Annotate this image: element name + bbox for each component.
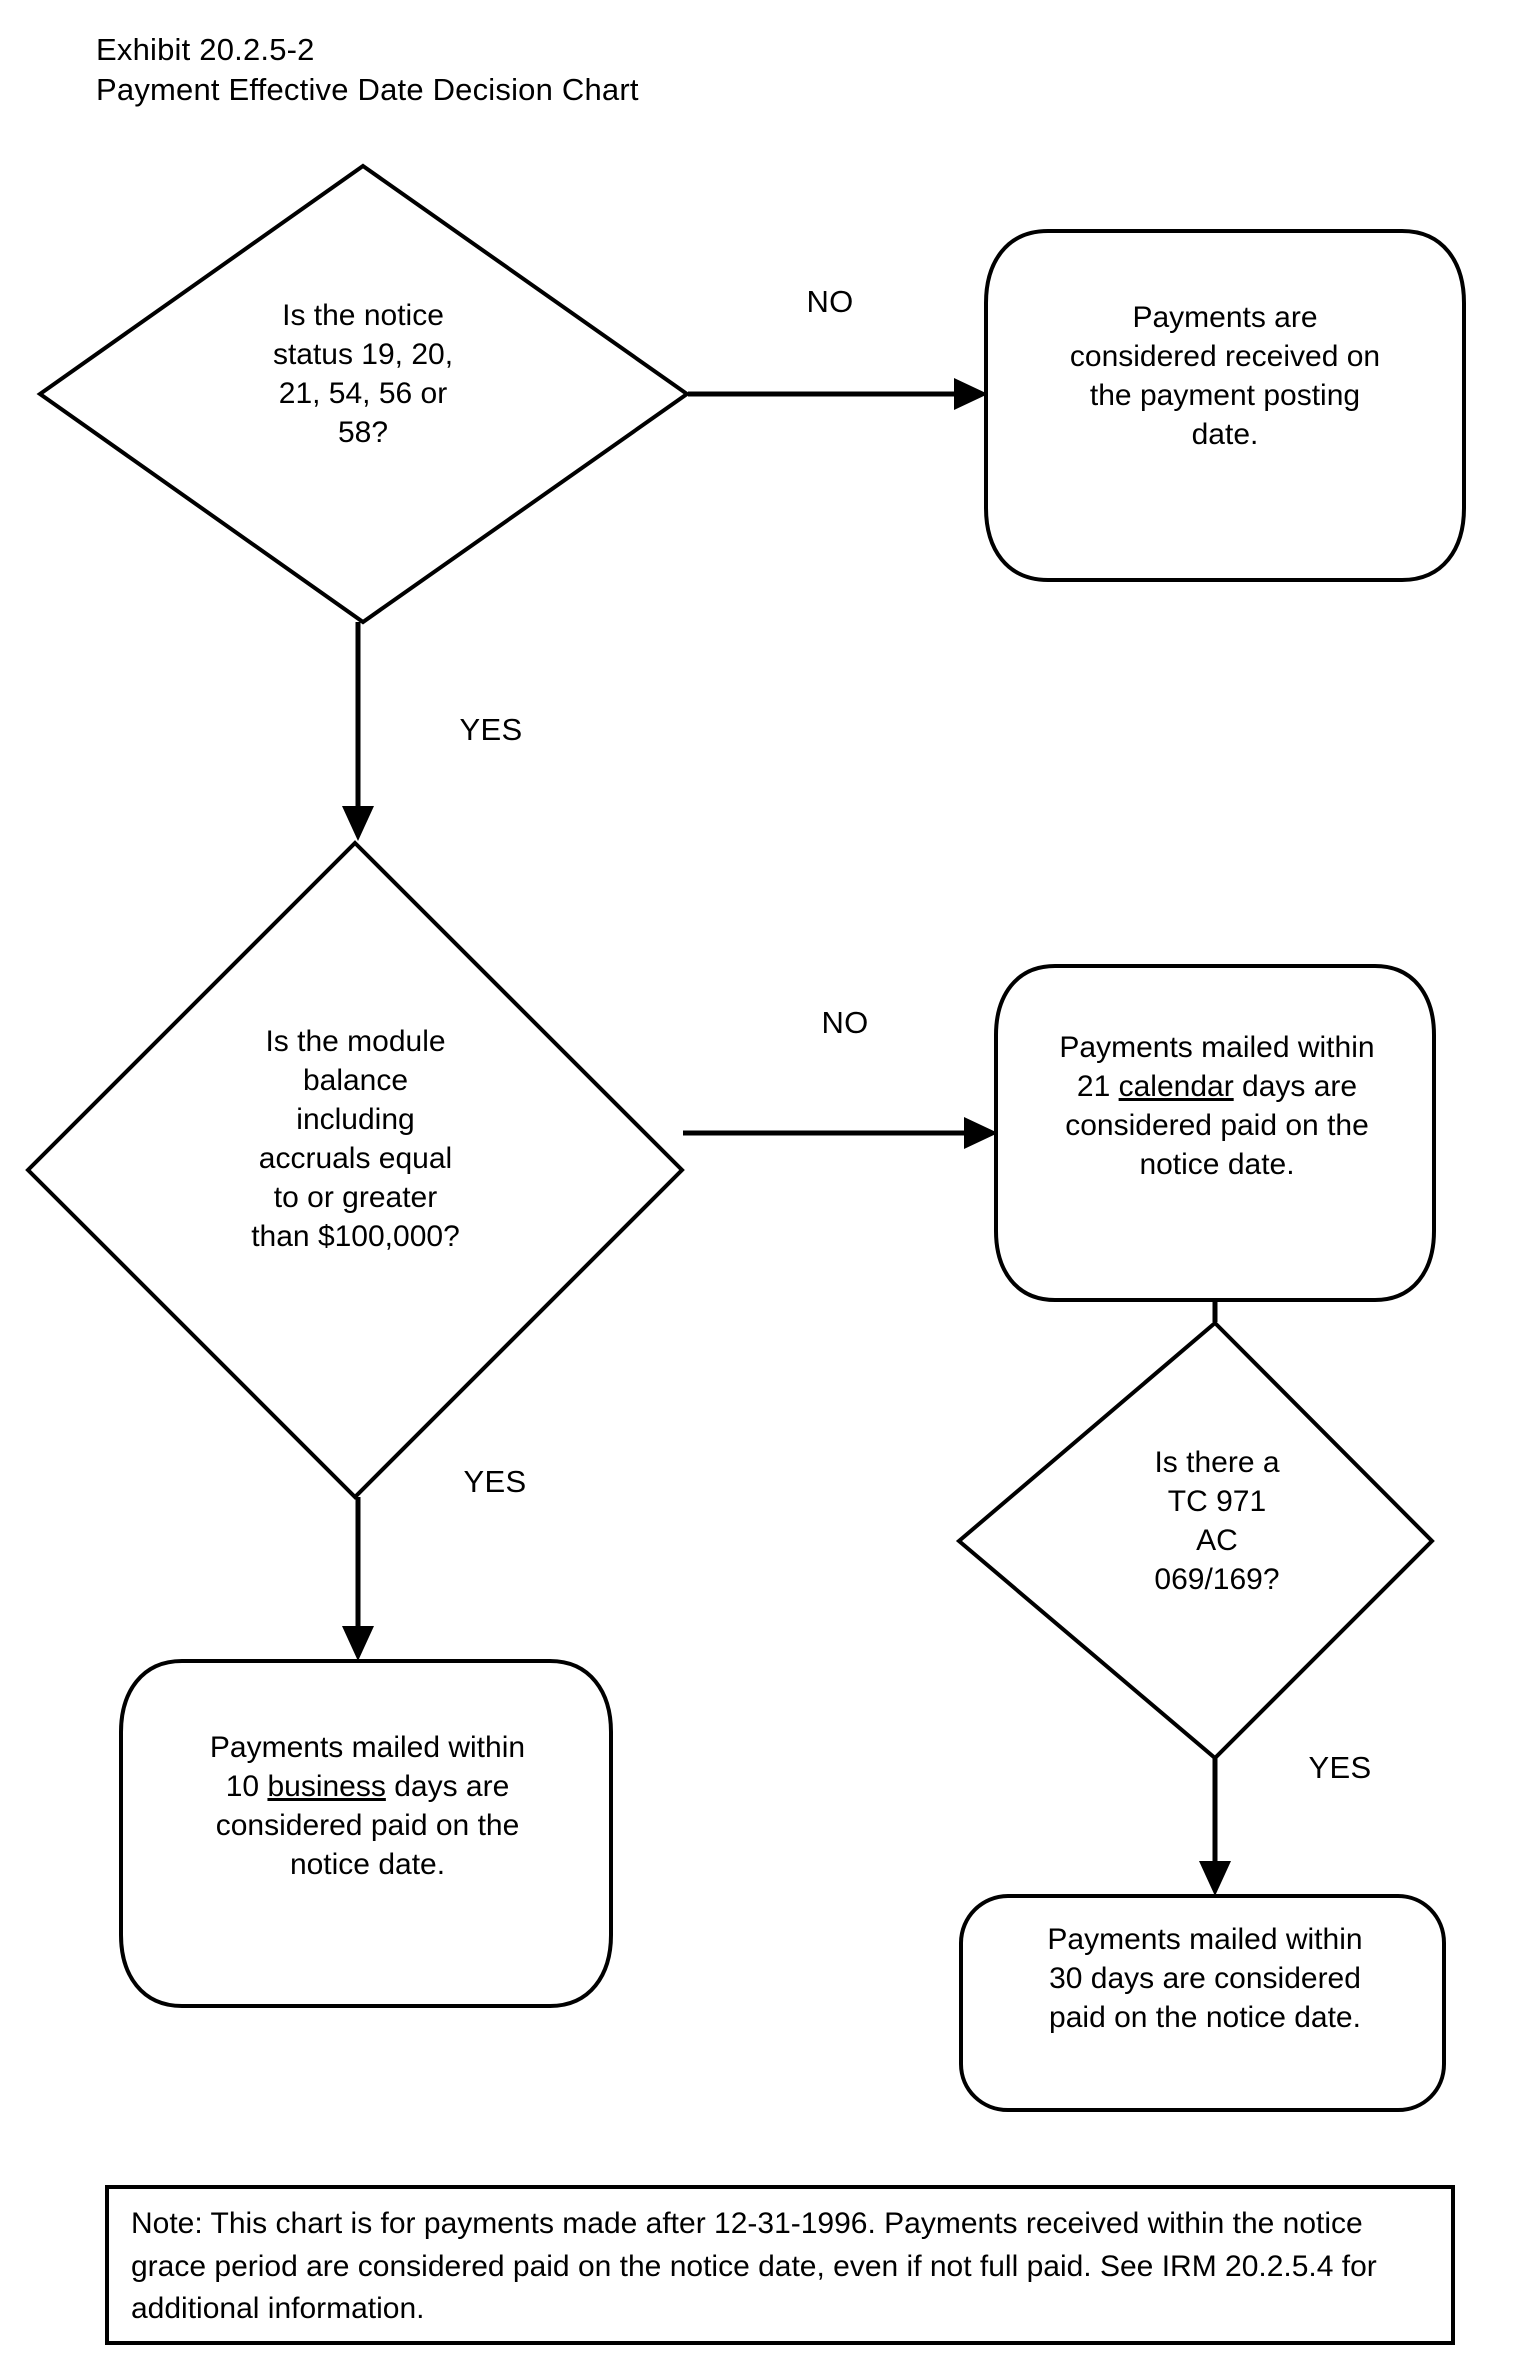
note-box: Note: This chart is for payments made af… <box>105 2185 1455 2345</box>
exhibit-number: Exhibit 20.2.5-2 <box>96 32 315 67</box>
edge-label-yes-3: YES <box>1308 1750 1372 1785</box>
outcome-21-emphasis: calendar <box>1118 1070 1234 1103</box>
outcome-21-suffix: days are considered paid on the notice d… <box>1065 1070 1369 1181</box>
decision-label-notice-status: Is the notice status 19, 20, 21, 54, 56 … <box>272 299 454 449</box>
arrowhead-d1-to-box1 <box>954 378 988 410</box>
outcome-label-10-business: Payments mailed within 10 business days … <box>135 1728 600 1884</box>
outcome-10-suffix: days are considered paid on the notice d… <box>215 1770 520 1881</box>
decision-label-module-balance: Is the module balance including accruals… <box>251 1025 460 1253</box>
arrowhead-d2-to-box2 <box>964 1117 998 1149</box>
chart-title: Payment Effective Date Decision Chart <box>96 72 639 108</box>
edge-label-yes-2: YES <box>463 1464 527 1499</box>
edge-label-yes-1: YES <box>459 712 523 747</box>
note-text: Note: This chart is for payments made af… <box>131 2207 1377 2326</box>
outcome-21-prefix: Payments mailed within 21 <box>1059 1031 1375 1103</box>
outcome-label-21-calendar: Payments mailed within 21 calendar days … <box>1002 1028 1432 1184</box>
outcome-label-30-days: Payments mailed within 30 days are consi… <box>1047 1923 1363 2034</box>
arrowhead-d2-to-box3 <box>342 1626 374 1661</box>
arrowhead-d3-to-box4 <box>1199 1861 1231 1896</box>
decision-label-tc971: Is there a TC 971 AC 069/169? <box>1154 1446 1280 1596</box>
outcome-label-posting-date: Payments are considered received on the … <box>1069 301 1381 451</box>
outcome-10-emphasis: business <box>267 1770 386 1803</box>
page-title: Exhibit 20.2.5-2 Payment Effective Date … <box>96 30 639 111</box>
arrowhead-d1-to-d2 <box>342 806 374 841</box>
edge-label-no-2: NO <box>821 1005 869 1040</box>
outcome-10-prefix: Payments mailed within 10 <box>209 1731 526 1803</box>
edge-label-no-1: NO <box>806 284 854 319</box>
